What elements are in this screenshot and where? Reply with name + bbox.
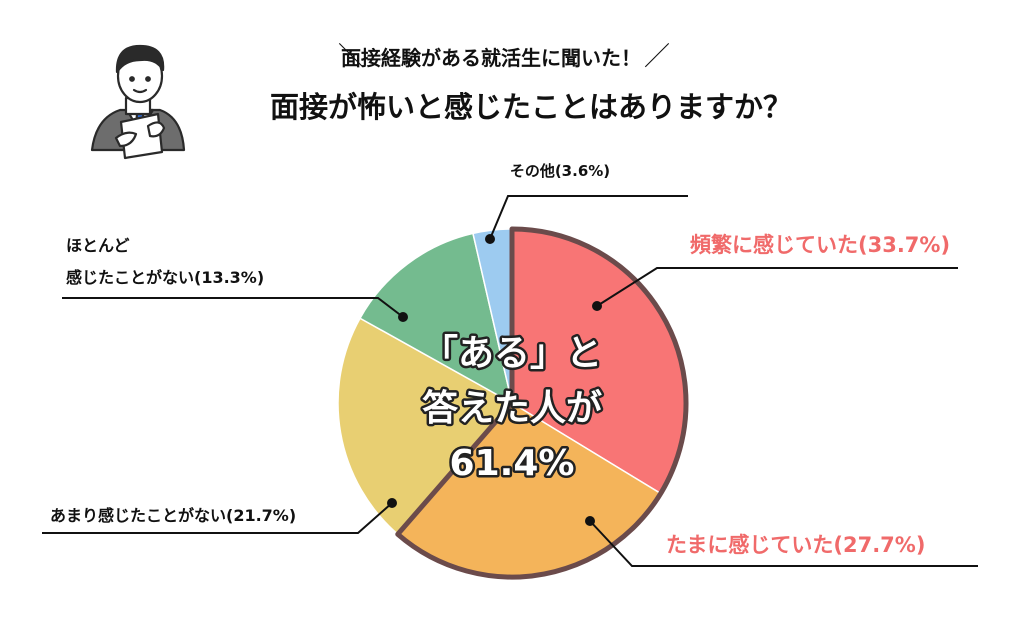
leader-line-hardly (62, 297, 404, 318)
chart-subtitle: 面接経験がある就活生に聞いた！ (341, 46, 641, 70)
pie-slice-rarely (337, 317, 514, 536)
slice-label-hardly-line-2: 感じたことがない(13.3%) (66, 268, 264, 287)
center-text: 「ある」と 答えた人が 61.4% (419, 331, 604, 487)
slice-label-other: その他(3.6%) (510, 162, 610, 180)
center-text-line-2: 答えた人が (422, 388, 602, 429)
center-text-line-3: 61.4% (450, 443, 575, 484)
leader-line-frequently (596, 267, 958, 307)
leader-dot-other (485, 234, 495, 244)
slice-label-frequently: 頻繁に感じていた(33.7%) (690, 233, 950, 257)
leader-lines (42, 195, 978, 567)
center-text-line-1: 「ある」と (422, 333, 602, 374)
pie-slice-hardly (359, 232, 514, 405)
subtitle-left-slash: ＼ (338, 42, 364, 72)
leader-line-sometimes (589, 520, 978, 567)
subtitle-right-slash: ／ (644, 42, 670, 72)
pie-slices (337, 226, 689, 580)
leader-dot-frequently (592, 301, 602, 311)
leader-dot-rarely (387, 498, 397, 508)
slice-label-sometimes: たまに感じていた(27.7%) (666, 533, 925, 557)
businessman-illustration (90, 44, 186, 160)
slice-label-hardly-line-1: ほとんど (66, 236, 130, 255)
highlight-outline (395, 226, 689, 580)
slice-label-rarely: あまり感じたことがない(21.7%) (50, 506, 296, 525)
leader-dot-sometimes (585, 516, 595, 526)
chart-title: 面接が怖いと感じたことはありますか？ (270, 90, 792, 124)
leader-dot-hardly (398, 312, 408, 322)
leader-line-other (489, 195, 688, 240)
leader-line-rarely (42, 502, 393, 534)
